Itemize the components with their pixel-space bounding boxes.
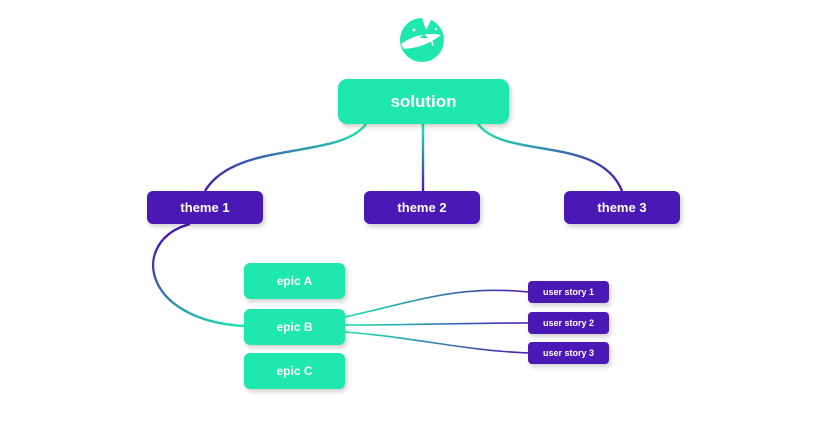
node-epic-b: epic B	[244, 309, 345, 345]
node-label: user story 1	[542, 287, 595, 297]
edge-solution-theme-1	[203, 123, 367, 192]
node-label: epic A	[276, 274, 313, 288]
node-label: theme 3	[597, 200, 647, 215]
node-user-story-3: user story 3	[528, 342, 609, 364]
node-theme-2: theme 2	[364, 191, 480, 224]
node-label: theme 2	[397, 200, 447, 215]
node-label: theme 1	[180, 200, 230, 215]
node-label: user story 2	[542, 318, 595, 328]
edge-epic-b-user-story-3	[344, 331, 529, 354]
edge-solution-theme-3	[477, 123, 624, 192]
node-label: user story 3	[542, 348, 595, 358]
node-epic-c: epic C	[244, 353, 345, 389]
node-user-story-2: user story 2	[528, 312, 609, 334]
edge-epic-b-user-story-2	[344, 322, 529, 326]
node-theme-3: theme 3	[564, 191, 680, 224]
node-label: epic B	[276, 320, 313, 334]
node-user-story-1: user story 1	[528, 281, 609, 303]
node-label: solution	[390, 91, 457, 111]
edge-epic-b-user-story-1	[344, 289, 529, 318]
edge-theme-1-epic-b	[152, 222, 245, 328]
node-theme-1: theme 1	[147, 191, 263, 224]
node-label: epic C	[276, 364, 313, 378]
moon-logo-icon	[400, 18, 444, 62]
node-solution: solution	[338, 79, 509, 124]
node-epic-a: epic A	[244, 263, 345, 299]
